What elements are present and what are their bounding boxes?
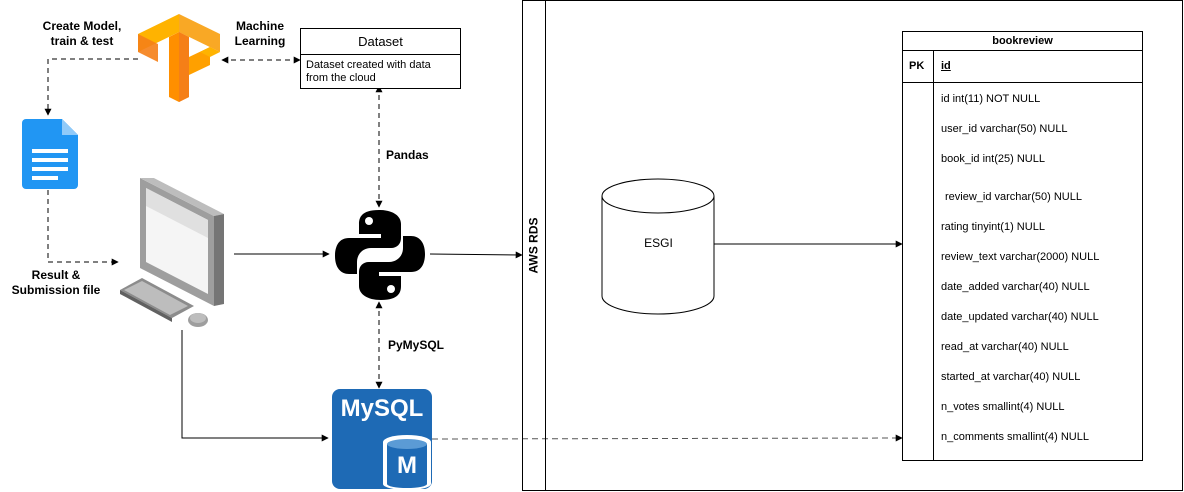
document-icon xyxy=(22,119,78,189)
table-field: read_at varchar(40) NULL xyxy=(941,341,1069,353)
esgi-label: ESGI xyxy=(644,236,673,250)
pk-field: id xyxy=(941,60,951,72)
table-key-column-divider xyxy=(933,51,934,460)
table-field: id int(11) NOT NULL xyxy=(941,93,1041,105)
arrow-computer-mysql xyxy=(181,330,329,442)
table-field: n_comments smallint(4) NULL xyxy=(941,431,1089,443)
tensorflow-icon xyxy=(138,14,220,102)
create-model-label: Create Model, train & test xyxy=(42,19,122,48)
dataset-box: Dataset Dataset created with data from t… xyxy=(300,28,461,89)
pandas-label: Pandas xyxy=(386,148,429,162)
mysql-logo-text: MySQL xyxy=(340,395,424,422)
esgi-database-cylinder xyxy=(601,178,715,315)
table-field: date_added varchar(40) NULL xyxy=(941,281,1090,293)
result-submission-label: Result & Submission file xyxy=(11,268,101,297)
table-field: rating tinyint(1) NULL xyxy=(941,221,1045,233)
dataset-title: Dataset xyxy=(301,29,460,55)
table-field: started_at varchar(40) NULL xyxy=(941,371,1081,383)
bookreview-table: bookreview PK id id int(11) NOT NULL use… xyxy=(902,31,1143,461)
mysql-m-letter: M xyxy=(397,452,417,479)
table-field: user_id varchar(50) NULL xyxy=(941,123,1068,135)
table-field: date_updated varchar(40) NULL xyxy=(941,311,1099,323)
table-field: review_text varchar(2000) NULL xyxy=(941,251,1100,263)
aws-rds-header-bar xyxy=(522,0,546,491)
machine-learning-label: Machine Learning xyxy=(234,19,286,48)
pymysql-label: PyMySQL xyxy=(388,338,445,352)
table-field: n_votes smallint(4) NULL xyxy=(941,401,1065,413)
aws-rds-frame xyxy=(522,0,1183,491)
arrow-mysql-table xyxy=(431,434,903,442)
aws-rds-label: AWS RDS xyxy=(526,217,541,274)
arrow-tensorflow-document xyxy=(44,58,138,116)
table-title: bookreview xyxy=(903,32,1142,51)
dataset-description: Dataset created with data from the cloud xyxy=(306,59,431,84)
pk-label: PK xyxy=(909,60,925,72)
arrow-python-rds xyxy=(429,251,523,259)
python-icon xyxy=(335,210,425,300)
arrow-document-computer xyxy=(47,190,119,266)
table-field: review_id varchar(50) NULL xyxy=(945,191,1082,203)
computer-icon xyxy=(120,178,224,327)
mysql-database-icon xyxy=(383,435,431,490)
table-pk-row: PK id xyxy=(903,51,1142,83)
table-field: book_id int(25) NULL xyxy=(941,153,1045,165)
